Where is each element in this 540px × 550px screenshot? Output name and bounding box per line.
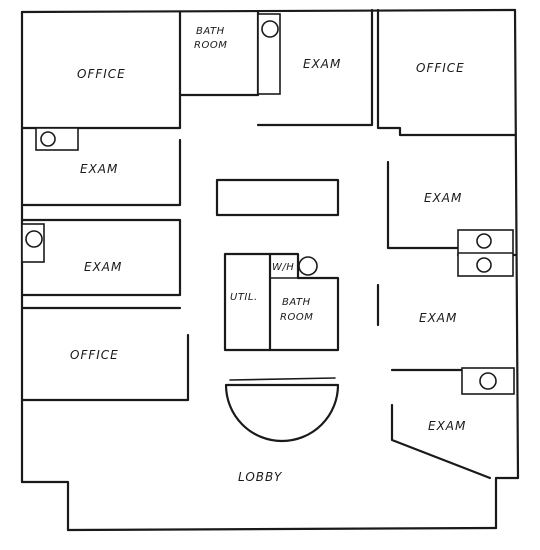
- exam-left-upper-wall: [20, 138, 182, 207]
- outer-wall-bottom: [66, 526, 498, 532]
- bath-top-wall: [178, 10, 260, 97]
- label-util: UTIL.: [230, 292, 258, 303]
- label-bath-center-2: ROOM: [280, 312, 313, 323]
- reception-desk: [224, 383, 340, 443]
- outer-wall-bottom-right-step: [494, 476, 520, 530]
- label-exam-left-middle: EXAM: [84, 260, 122, 274]
- label-exam-left-upper: EXAM: [80, 162, 118, 176]
- exam-top-center-wall: [256, 8, 374, 127]
- label-exam-right-upper: EXAM: [424, 191, 462, 205]
- center-toilet-icon: [298, 256, 318, 276]
- exam-right-lower-sink-icon: [479, 372, 497, 390]
- office-top-right-wall: [376, 8, 517, 137]
- bath-top-toilet-icon: [261, 20, 279, 38]
- exam-right-sink-icon-2: [476, 257, 492, 273]
- exam-left-middle-wall: [20, 218, 182, 297]
- outer-wall-right: [513, 8, 520, 480]
- label-exam-top-center: EXAM: [303, 57, 341, 71]
- exam-left-middle-sink-icon: [25, 230, 43, 248]
- label-office-top-left: OFFICE: [77, 67, 126, 81]
- exam-right-sink-icon-1: [476, 233, 492, 249]
- outer-wall-top: [20, 8, 517, 14]
- label-exam-right-middle: EXAM: [419, 311, 457, 325]
- label-bath-top-1: BATH: [196, 26, 225, 37]
- exam-right-lower-wall: [390, 403, 492, 480]
- label-bath-center-1: BATH: [282, 297, 311, 308]
- label-office-left-lower: OFFICE: [70, 348, 119, 362]
- center-counter: [215, 178, 340, 217]
- label-bath-top-2: ROOM: [194, 40, 227, 51]
- exam-right-upper-wall: [386, 160, 460, 250]
- label-exam-right-lower: EXAM: [428, 419, 466, 433]
- label-lobby: LOBBY: [238, 470, 283, 484]
- label-office-top-right: OFFICE: [416, 61, 465, 75]
- center-core-outline: [223, 252, 340, 352]
- outer-wall-bottom-left-step: [20, 480, 70, 532]
- reception-desk-top: [229, 377, 336, 381]
- label-wh: W/H: [272, 262, 294, 273]
- exam-left-upper-sink-icon: [40, 131, 56, 147]
- office-left-lower-wall-right: [20, 333, 190, 402]
